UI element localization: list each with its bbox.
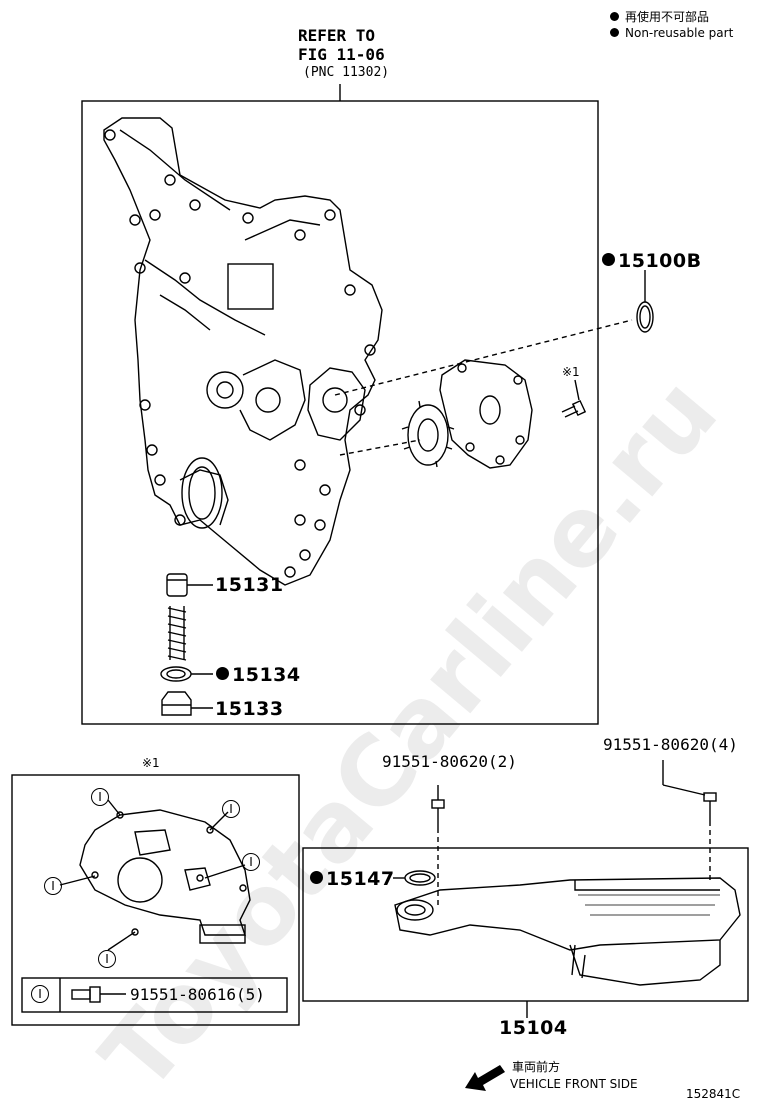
refer-to-line2: FIG 11-06 bbox=[298, 45, 385, 64]
callout-i-legend: I bbox=[31, 985, 49, 1003]
bolt-b-graphic bbox=[662, 760, 717, 882]
non-reusable-dot-icon bbox=[602, 253, 615, 266]
part-15104[interactable]: 15104 bbox=[499, 1017, 568, 1039]
part-15100B[interactable]: 15100B bbox=[602, 250, 702, 272]
part-bolt-c[interactable]: 91551-80616(5) bbox=[130, 985, 265, 1004]
oil-strainer bbox=[394, 877, 741, 951]
non-reusable-dot-icon bbox=[310, 871, 323, 884]
pump-rotor bbox=[401, 400, 455, 468]
legend-en: Non-reusable part bbox=[610, 26, 733, 40]
vehicle-front-jp: 車両前方 bbox=[512, 1060, 561, 1074]
non-reusable-dot-icon bbox=[610, 12, 619, 21]
main-box bbox=[81, 100, 599, 725]
callout-i-3: I bbox=[242, 853, 260, 871]
refer-to-line1: REFER TO bbox=[298, 26, 376, 45]
pump-cover bbox=[439, 359, 533, 469]
callout-i-2: I bbox=[222, 800, 240, 818]
part-bolt-b[interactable]: 91551-80620(4) bbox=[603, 735, 738, 754]
strainer-box bbox=[302, 847, 749, 1002]
non-reusable-dot-icon bbox=[610, 28, 619, 37]
callout-i-5: I bbox=[98, 950, 116, 968]
timing-cover bbox=[103, 117, 383, 586]
ref1-top-note: ※1 bbox=[562, 365, 580, 379]
legend-jp: 再使用不可部品 bbox=[610, 8, 709, 25]
detail-box bbox=[11, 774, 300, 1026]
part-15134[interactable]: 15134 bbox=[216, 664, 301, 686]
diagram-code: 152841C bbox=[686, 1087, 741, 1101]
callout-i-1: I bbox=[91, 788, 109, 806]
bolt-a-graphic bbox=[431, 785, 445, 905]
refer-to-line3: (PNC 11302) bbox=[303, 65, 390, 80]
part-15131[interactable]: 15131 bbox=[215, 574, 284, 596]
ref1-detail-note: ※1 bbox=[142, 756, 160, 770]
part-15147[interactable]: 15147 bbox=[310, 868, 395, 890]
part-15133[interactable]: 15133 bbox=[215, 698, 284, 720]
callout-i-4: I bbox=[44, 877, 62, 895]
vehicle-front-en: VEHICLE FRONT SIDE bbox=[510, 1077, 638, 1091]
vehicle-front-arrow bbox=[465, 1065, 505, 1091]
non-reusable-dot-icon bbox=[216, 667, 229, 680]
relief-spring bbox=[167, 607, 187, 661]
part-bolt-a[interactable]: 91551-80620(2) bbox=[382, 752, 517, 771]
